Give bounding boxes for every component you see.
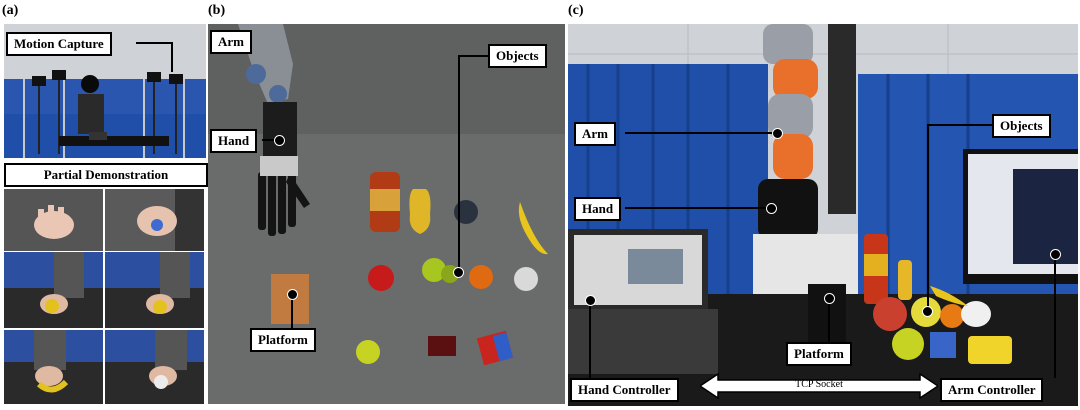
demo-thumbnail <box>4 330 103 404</box>
callout-real-platform: Platform <box>786 342 852 366</box>
panel-letter-a: (a) <box>2 3 19 18</box>
leader-sim-platform <box>291 294 293 328</box>
sim-hand <box>258 102 310 236</box>
callout-arm-controller: Arm Controller <box>940 378 1044 402</box>
leader-sim-objects-v <box>458 55 460 271</box>
callout-motion-capture: Motion Capture <box>6 32 112 56</box>
sim-objects <box>356 172 548 366</box>
callout-hand-controller: Hand Controller <box>570 378 679 402</box>
demo-thumbnail <box>4 189 103 251</box>
leader-sim-objects-h <box>459 55 488 57</box>
anchor-sim-hand <box>274 135 285 146</box>
demo-thumbnail <box>4 252 103 328</box>
panel-letter-c: (c) <box>568 3 584 18</box>
callout-sim-platform: Platform <box>250 328 316 352</box>
leader-real-objects-v <box>927 124 929 310</box>
leader-sim-hand <box>262 139 278 141</box>
anchor-real-arm <box>772 128 783 139</box>
demo-thumbnail <box>105 252 204 328</box>
callout-partial-demonstration: Partial Demonstration <box>4 163 208 187</box>
callout-real-objects: Objects <box>992 114 1051 138</box>
leader-arm-controller <box>1054 254 1056 378</box>
leader-motion-capture-h <box>136 42 172 44</box>
anchor-sim-platform <box>287 289 298 300</box>
anchor-arm-controller <box>1050 249 1061 260</box>
tcp-socket-arrow <box>700 372 938 400</box>
callout-sim-hand: Hand <box>210 129 258 153</box>
anchor-real-objects <box>922 306 933 317</box>
leader-real-hand <box>625 207 770 209</box>
callout-sim-arm: Arm <box>210 30 252 54</box>
anchor-hand-controller <box>585 295 596 306</box>
anchor-real-hand <box>766 203 777 214</box>
leader-real-objects-h <box>928 124 992 126</box>
callout-real-hand: Hand <box>574 197 622 221</box>
anchor-sim-objects <box>453 267 464 278</box>
leader-motion-capture-v <box>171 42 173 72</box>
real-robot-arm <box>753 24 858 294</box>
demo-thumbnail <box>105 189 204 251</box>
demo-thumbnail <box>105 330 204 404</box>
real-objects <box>864 234 1012 364</box>
hand-controller-laptop <box>568 229 718 374</box>
leader-hand-controller <box>589 300 591 378</box>
callout-real-arm: Arm <box>574 122 616 146</box>
leader-real-arm <box>625 132 775 134</box>
callout-sim-objects: Objects <box>488 44 547 68</box>
tcp-socket-label: TCP Socket <box>795 379 843 390</box>
leader-real-platform <box>828 298 830 342</box>
arm-controller-monitor <box>963 149 1078 284</box>
anchor-real-platform <box>824 293 835 304</box>
panel-letter-b: (b) <box>208 3 226 18</box>
